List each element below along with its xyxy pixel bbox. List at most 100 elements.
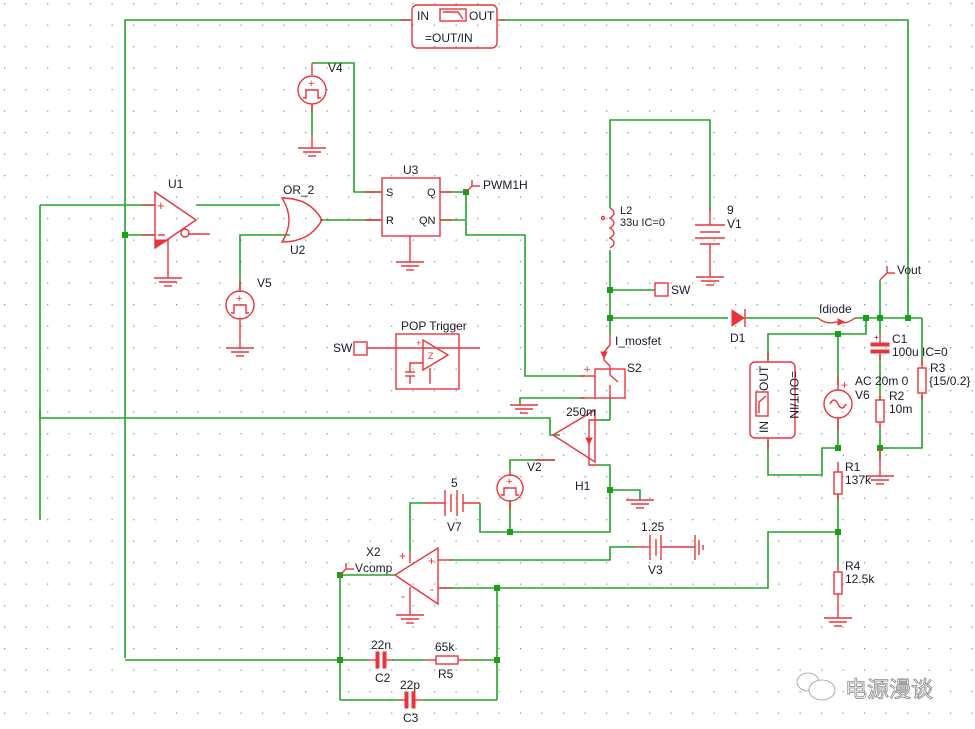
pwm1h-text: PWM1H xyxy=(483,178,528,192)
c3-label: C3 xyxy=(403,711,419,725)
c2-value: 22n xyxy=(371,638,391,652)
probe-sw[interactable]: SW xyxy=(654,282,691,297)
v2-label: V2 xyxy=(527,460,542,474)
svg-text:+: + xyxy=(416,338,421,348)
u3-pin-s: S xyxy=(386,187,393,199)
v1-value: 9 xyxy=(727,203,734,217)
or-gate-u2[interactable]: OR_2 U2 xyxy=(280,183,323,257)
u3-pin-q: Q xyxy=(427,187,436,199)
v1-label: V1 xyxy=(727,217,742,231)
svg-text:+: + xyxy=(308,78,314,90)
svg-text:Z: Z xyxy=(428,351,434,361)
svg-text:+: + xyxy=(841,378,848,392)
current-probe-idiode[interactable]: Idiode xyxy=(817,302,856,326)
u3-label: U3 xyxy=(403,163,419,177)
v7-label: V7 xyxy=(447,520,462,534)
h1-value: 250m xyxy=(566,405,596,419)
switch-s2[interactable]: + S2 I_mosfet xyxy=(510,334,662,414)
svg-text:+: + xyxy=(428,554,435,568)
r1-label: R1 xyxy=(845,460,861,474)
battery-v3[interactable]: 1.25 V3 xyxy=(635,520,704,577)
vcomp-text: Vcomp xyxy=(355,561,393,575)
v7-value: 5 xyxy=(451,476,458,490)
battery-v7[interactable]: 5 V7 xyxy=(425,476,480,534)
battery-v1[interactable]: 9 V1 xyxy=(695,203,742,286)
capacitor-c1[interactable]: + C1 100u IC=0 xyxy=(870,332,948,360)
resistor-r2[interactable]: R2 10m xyxy=(866,389,912,485)
pulse-source-v4[interactable]: + V4 xyxy=(297,61,343,157)
r3-value: {15/0.2} xyxy=(929,374,970,388)
ccvs-h1[interactable]: 250m H1 xyxy=(535,405,654,509)
vout-text: Vout xyxy=(897,263,922,277)
c3-value: 22p xyxy=(400,678,420,692)
transfer-block-side[interactable]: IN OUT =OUT/IN xyxy=(749,352,801,450)
s2-label: S2 xyxy=(627,361,642,375)
net-label-pwm1h[interactable]: PWM1H xyxy=(465,178,528,193)
r1-value: 137k xyxy=(845,473,872,487)
side-block-out: OUT xyxy=(757,365,771,391)
d1-label: D1 xyxy=(730,331,746,345)
v5-label: V5 xyxy=(257,276,272,290)
pulse-source-v2[interactable]: + V2 xyxy=(496,460,542,510)
svg-text:+: + xyxy=(236,293,242,305)
l2-label: L2 xyxy=(620,205,632,217)
pop-title: POP Trigger xyxy=(401,319,467,333)
u1-label: U1 xyxy=(168,177,184,191)
sw-probe-label: SW xyxy=(671,283,691,297)
net-label-vout[interactable]: Vout xyxy=(879,263,922,281)
error-amp-x2[interactable]: + - + - X2 xyxy=(366,545,452,624)
v6-value: AC 20m 0 xyxy=(855,374,909,388)
pop-trigger[interactable]: SW + Z POP Trigger xyxy=(333,319,480,390)
rs-latch-u3[interactable]: U3 S R Q QN xyxy=(365,163,452,271)
svg-text:-: - xyxy=(401,589,405,603)
u3-pin-qn: QN xyxy=(419,215,436,227)
u2-type: OR_2 xyxy=(283,183,315,197)
resistor-r3[interactable]: R3 {15/0.2} xyxy=(917,358,970,400)
c2-label: C2 xyxy=(375,671,391,685)
r5-label: R5 xyxy=(438,667,454,681)
svg-text:+: + xyxy=(399,549,406,563)
watermark-text: 电源漫谈 xyxy=(845,678,933,703)
x2-label: X2 xyxy=(366,545,381,559)
v6-label: V6 xyxy=(855,388,870,402)
watermark: 电源漫谈 xyxy=(796,672,933,703)
transfer-block-top[interactable]: IN OUT =OUT/IN xyxy=(400,4,505,49)
net-label-vcomp[interactable]: Vcomp xyxy=(339,561,393,576)
svg-text:+: + xyxy=(874,333,879,342)
c1-value: 100u IC=0 xyxy=(892,345,948,359)
r2-label: R2 xyxy=(889,389,905,403)
idiode-label: Idiode xyxy=(819,302,852,316)
side-block-in: IN xyxy=(757,421,771,433)
comparator-u1[interactable]: + U1 xyxy=(142,177,210,287)
diode-d1[interactable]: D1 xyxy=(730,309,746,345)
r2-value: 10m xyxy=(889,402,912,416)
pulse-source-v5[interactable]: + V5 xyxy=(225,276,272,357)
i-mosfet-label: I_mosfet xyxy=(615,334,662,348)
v4-label: V4 xyxy=(328,61,343,75)
r4-value: 12.5k xyxy=(845,572,875,586)
l2-value: 33u IC=0 xyxy=(620,217,665,229)
u2-label: U2 xyxy=(290,243,306,257)
h1-label: H1 xyxy=(575,479,591,493)
top-block-in: IN xyxy=(417,9,429,23)
capacitor-c3[interactable]: 22p C3 xyxy=(398,678,422,725)
v3-label: V3 xyxy=(648,563,663,577)
inductor-l2[interactable]: L2 33u IC=0 xyxy=(600,205,665,249)
ac-source-v6[interactable]: + AC 20m 0 V6 xyxy=(823,374,909,430)
svg-text:+: + xyxy=(584,364,590,376)
resistor-r5[interactable]: 65k R5 xyxy=(425,640,467,681)
u3-pin-r: R xyxy=(386,215,394,227)
resistor-r1[interactable]: R1 137k xyxy=(833,460,872,500)
capacitor-c2[interactable]: 22n C2 xyxy=(368,638,394,685)
svg-text:-: - xyxy=(430,582,434,596)
r3-label: R3 xyxy=(930,361,946,375)
c1-label: C1 xyxy=(892,332,908,346)
r4-label: R4 xyxy=(845,559,861,573)
top-block-expr: =OUT/IN xyxy=(425,31,473,45)
svg-text:+: + xyxy=(506,476,512,488)
v3-value: 1.25 xyxy=(641,520,665,534)
resistor-r4[interactable]: R4 12.5k xyxy=(824,559,875,627)
top-block-out: OUT xyxy=(469,9,495,23)
